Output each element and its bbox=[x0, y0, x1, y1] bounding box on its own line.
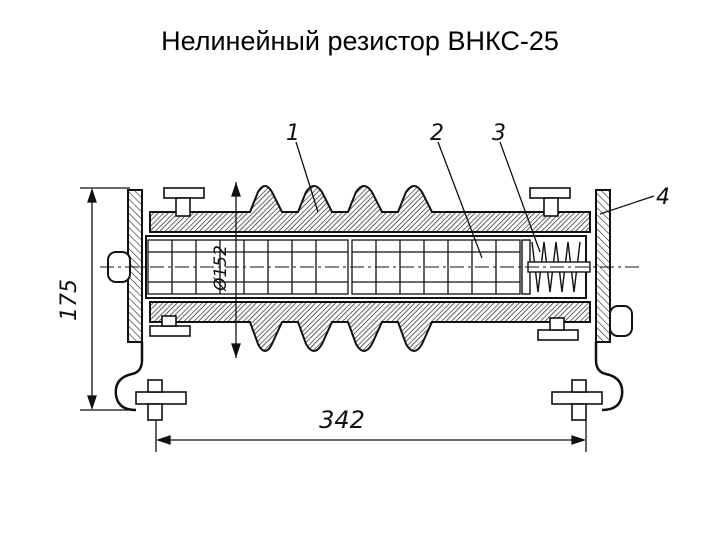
length-dimension bbox=[155, 420, 587, 452]
mounting-bolts bbox=[135, 379, 603, 421]
right-terminal bbox=[609, 305, 633, 337]
upper-housing bbox=[149, 185, 591, 233]
callout-4: 4 bbox=[656, 185, 670, 210]
disc-stack-left bbox=[147, 239, 349, 295]
callout-1: 1 bbox=[286, 121, 300, 146]
right-flange bbox=[595, 189, 611, 343]
right-bracket bbox=[594, 342, 624, 412]
height-dimension bbox=[80, 187, 130, 411]
length-label: 342 bbox=[319, 406, 365, 434]
disc-stack-right bbox=[351, 239, 521, 295]
callout-3: 3 bbox=[492, 121, 506, 146]
callout-2: 2 bbox=[430, 121, 444, 146]
left-bracket bbox=[114, 342, 144, 412]
flange-bolts bbox=[149, 187, 579, 341]
diameter-label: Ø152 bbox=[211, 245, 231, 292]
height-label: 175 bbox=[57, 279, 82, 321]
lower-housing bbox=[149, 301, 591, 352]
callout-leaders bbox=[295, 141, 655, 259]
diameter-dimension bbox=[231, 181, 241, 359]
slide-title: Нелинейный резистор ВНКС-25 bbox=[161, 26, 559, 56]
